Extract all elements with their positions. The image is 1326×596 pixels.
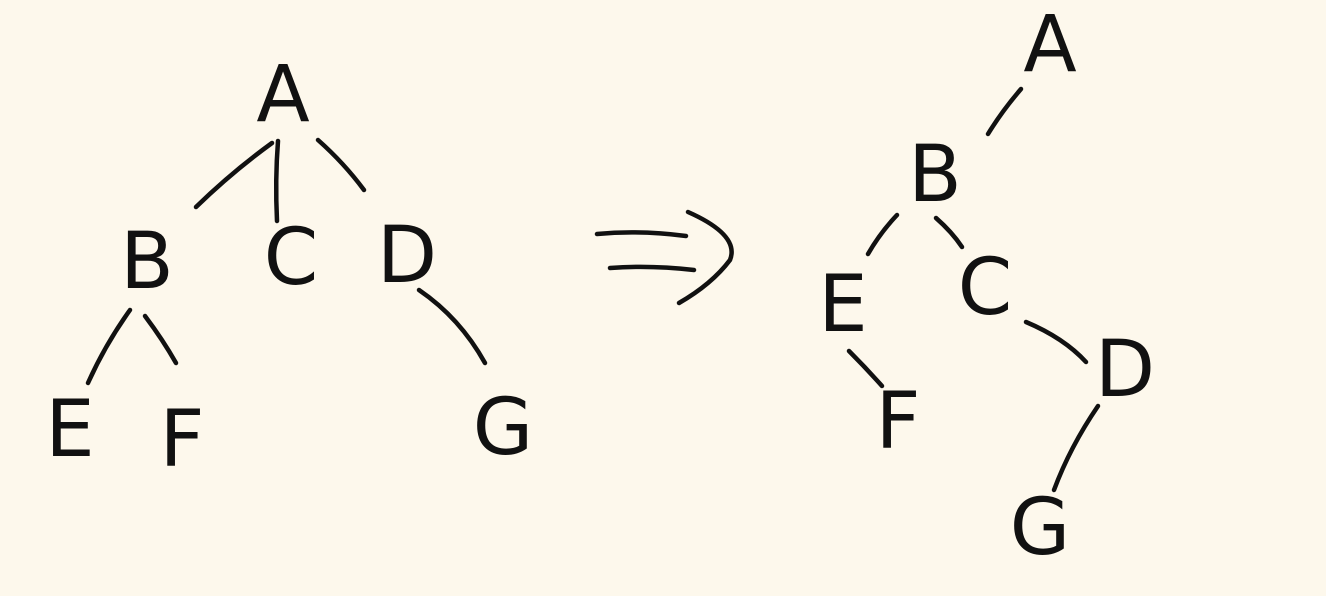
arrow-bottom-line <box>607 264 697 273</box>
node-e: E <box>45 385 94 475</box>
node-e: E <box>818 260 867 350</box>
edge-a-d <box>315 137 367 193</box>
node-a: A <box>256 50 309 140</box>
edge-b-e <box>85 307 133 386</box>
arrow-top-line <box>594 230 689 239</box>
arrow-head <box>676 209 734 306</box>
node-b: B <box>908 130 962 220</box>
node-b: B <box>120 217 174 307</box>
node-c: C <box>264 213 318 303</box>
node-d: D <box>1095 325 1155 415</box>
arrow-icon <box>594 209 734 306</box>
edge-b-f <box>142 313 179 366</box>
edge-a-b <box>985 86 1024 137</box>
node-d: D <box>377 211 437 301</box>
node-f: F <box>876 377 921 467</box>
edge-b-c <box>933 215 965 250</box>
binary-tree: A B E F C D G <box>818 0 1155 573</box>
node-a: A <box>1023 0 1076 90</box>
edge-b-e <box>865 212 900 257</box>
edge-e-f <box>846 348 885 389</box>
general-tree: A B C D E F G <box>45 50 533 485</box>
edge-d-g <box>1051 403 1101 493</box>
node-c: C <box>958 243 1012 333</box>
node-f: F <box>160 395 205 485</box>
edge-d-g <box>416 287 488 366</box>
node-g: G <box>1010 483 1070 573</box>
node-g: G <box>473 383 533 473</box>
edge-a-c <box>273 138 281 224</box>
edge-c-d <box>1023 319 1089 365</box>
edge-a-b <box>193 140 275 210</box>
